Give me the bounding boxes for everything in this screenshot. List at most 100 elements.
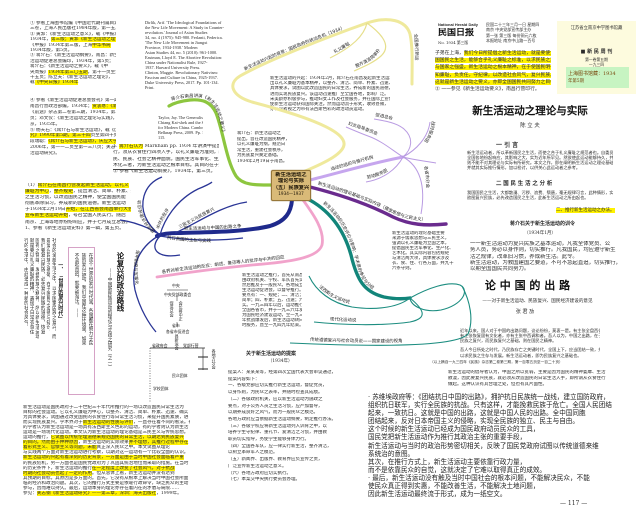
text-line: 十五页；陈立夫：《新生活运动之理论》， — [30, 75, 113, 81]
highlight: 1934年第三〇五期 — [48, 69, 88, 75]
text-line: 子弟在上海，我们今日所提倡之新生活运动，就是要使全 — [435, 50, 551, 57]
text-line: 国国民之生活，能够合乎礼义廉耻之标准，以求民族之复兴 — [435, 57, 551, 64]
masthead-info: 民国二十三年三月一日 星期四南京 中央党部宣传部主办第一张 第三版 每份铜元六枚… — [486, 22, 542, 44]
branch-lavender-subs — [345, 118, 437, 215]
central-topic-line-4: 1934—1937 — [278, 191, 304, 197]
text-line: 115. — [158, 135, 166, 140]
article-paragraph-2: 我国国民之生活，大都散漫、污秽、浪费、颓唐，毫无规律可言，此种情形，实为民族衰弱… — [467, 190, 613, 200]
article-paragraph-4: 吾人今日所处之时代，乃民族存亡之关键时代，全国上下，应当团结一致，共赴国难，以求… — [460, 347, 600, 358]
branch-teal-sub3-label: 传统道德复兴与社会动员说——国家建设的视角 — [310, 336, 403, 345]
branch-yellow-sub-a-label: 礼义廉耻 — [332, 40, 351, 55]
text-line: 不急起直追，就要被淘汰。—— — [74, 253, 79, 318]
left-footnotes-1: ① 参看上海图书馆编《中国近代期刊篇目汇录》第三卷，上海人民出版社1984年版，… — [30, 21, 116, 86]
text-line: 做起。这种认识有其合理之处，但也有其片面性。 — [448, 382, 547, 387]
text-line: Province, 1934-1938.' Modern — [145, 45, 198, 50]
text-line: 广泛宣传新生活运动之意义。 — [228, 463, 287, 469]
branch-blue: 新生活运动与中国的出路之争 三民主义与民族复兴 中共的批评 抗日救国的主张与实践… — [119, 176, 294, 333]
text-line: 要点有：一、规矩；二、清洁；三、 — [242, 293, 302, 298]
reference-list-2: Taylor, Jay. The Generalissimo.Chiang Ka… — [158, 115, 203, 140]
vertical-text-columns: 社会的全部生活之中，以求国家民族之复兴，而是复兴民族之基础，在于国民之道德与知识… — [22, 238, 56, 380]
article-author-2: 张 君 劢 — [515, 309, 535, 315]
text-line: 活运动促进总会编印，1934年，第5页； — [30, 58, 114, 64]
branch-lavender-sub3-label: 战时服务团 — [422, 121, 437, 144]
article-paragraph-1: 新生活运动者，所以革新国民之生活，而使之合于礼义廉耻之规范者也。自委员长提倡以来… — [467, 150, 613, 170]
text-line: （四）全国各军队，应一律实行新生活，整齐清洁， — [228, 443, 332, 449]
text-line: 参与，因而难以持久。最后，运动本身的理论亦存在着内在的矛盾与局限…… — [23, 485, 180, 491]
branch-blue-line — [155, 198, 294, 238]
page-body-text: · 苏维埃政府等：《团结抗日中国的出路》，拥护抗日民族统一战线，建立国防政府，组… — [368, 393, 640, 498]
text-line: 1934年，第三版；黄郛《新生活运动之理论》，载晨报 — [30, 37, 116, 43]
text-line: 宣布新生活运动开始，号召全国人民实行。随后 — [25, 213, 126, 219]
text-line: 全国各地纷起响应，其影响之大，实为近年所罕见。然欲使此运动能够持久，并收实效， — [467, 155, 613, 160]
text-line: 在这个世界的复兴时代里，各国都在努力于民 — [88, 253, 93, 345]
text-line: 这就是新生活运动之要义，亦即全国国民共同努力之目标。 — [435, 79, 551, 86]
text-line: 蒋介石：新生活运动之 — [237, 131, 281, 136]
text-line: Eastman, Lloyd E. The Abortive Revolutio… — [145, 55, 223, 60]
highlight: 新生活运动的兴起有着深刻的历史背景，一方面是由于当时中国社会面临着严重 — [23, 455, 184, 461]
branch-green-label: 蒋介石南昌讲演《新生活运动之要义》 — [170, 92, 226, 135]
branch-blue-label: 新生活运动与中国的出路之争 — [184, 222, 242, 232]
text-line: 提出，旨在改造国民精神， — [237, 136, 290, 142]
branch-yellow-sub-b — [353, 22, 387, 72]
branch-yellow-sub-a — [329, 22, 368, 59]
highlight: 并不理想，其推行过程中存在 — [128, 440, 189, 446]
highlight: 国国民之生活，能够合乎礼义廉耻之标准，以求民族之复兴 — [435, 58, 551, 64]
green-annotation-text: 蒋介石：新生活运动之提出，旨在改造国民精神，以礼义廉耻为纲，规范日常生活，重建社… — [237, 131, 299, 165]
branch-lavender-sub2-label: 促进总会 — [375, 111, 394, 122]
text-line: 为国民经济建设运动，至一九三七 — [242, 313, 302, 318]
left-paragraph: （1）蒋介石在南昌行营发起新生活运动，以礼义廉耻为中心，整齐规矩，提出清洁、简单… — [25, 183, 131, 232]
branch-green-line — [167, 98, 275, 187]
text-line: 活运动研究》。 — [30, 151, 60, 157]
text-line: 究》1990年第5期，第三十四页至第四十页； — [30, 133, 116, 139]
branch-purple-line — [308, 185, 448, 227]
text-line: 目标的社会运动。它以礼义廉耻为中心，以整齐、清洁、简单、朴素、迅速、确实 — [23, 410, 189, 416]
text-line: 新生活运动之推行，首先从南昌开始， — [242, 273, 302, 278]
text-line: （五）新闻界、出版界、教育界应负宣传之责， — [228, 457, 323, 463]
tree-mid-label: 省市 — [172, 323, 180, 328]
tree-right-vertical-label: 各地方分会 — [211, 349, 217, 369]
text-line: 有主张恢复固有文化者，亦有主张中西调和者。吾人以为，中国之出路，在于 — [460, 333, 600, 338]
text-line: 其预期的目标，其原因是多方面的。首先，它没有从根本上解决当时中国社会所面 — [23, 475, 189, 481]
text-line: 参见：关志钢《新生活运动研究》——第三章，深圳：海天出版社，1999年。 — [23, 490, 182, 496]
tree-right-branch-label: 党部行营 — [183, 343, 199, 348]
text-line: 着形式主义、官僚主义等问题，未能真正深入民众之中。本文试图从理论 — [23, 445, 171, 451]
text-line: 新生活运动与当时的政治形势密切相关，反映了国民党政府试图以传统道德来维 — [368, 441, 599, 450]
text-line: the New Life Movement: A Study in Counte… — [145, 25, 225, 30]
page-number: — 117 — — [560, 500, 588, 507]
branch-teal-subs — [289, 275, 472, 346]
branch-blue-sub3-label: 抗日救国的主张与实践 — [167, 234, 212, 244]
text-line: 34, no. 4 (1975): 945-980. Ferlanti, Fed… — [145, 35, 223, 40]
highlight: 《蒋介石与新生活运动》，庆应大学出 — [48, 139, 116, 145]
text-line: 吾人今日所处之时代，乃民族存亡之关键时代，全国上下，应当团结一致，共赴国难， — [460, 347, 600, 352]
text-line: 为具体要求，试图通过改变国民的衣食住行等日常生活习惯，来提升国民素质，进 — [23, 415, 189, 421]
tree-mid-sub-label: 各省市促进会 — [166, 329, 190, 334]
text-line: 第一张 第三版 每份铜元六枚 — [486, 32, 537, 38]
text-line: · 最后，新生活运动没有触及当时中国社会的根本问题，不能解决民众，不能 — [368, 473, 590, 482]
branch-yellow: 新生活运动兴起的背景：国民政府的统治危机（1934） 全国推行新运 礼义廉耻 整… — [0, 0, 420, 174]
branch-lavender-sub4-label: 各省市分会 — [422, 165, 431, 188]
tree-top-label: 中央 — [172, 283, 180, 288]
text-line: 由政府机关、学校、军队首先实行， — [242, 278, 302, 283]
text-line: 的历史条件下，新生活运动的推行在一定程度上改变了社会风气，对于抗战 — [23, 465, 175, 471]
text-line: ⑤ 杨天石：《蒋介石与新生活运动》，载《历史研 — [30, 127, 116, 133]
text-line: 新生活运动的倡导者认为，中国之所以贫弱，主要是因为国民的精神萎靡、生活 — [448, 370, 606, 375]
text-line: 以期全国国民共同努力。 — [470, 266, 530, 273]
text-line: 实。一九三四年以后，运动推行至 — [242, 303, 302, 308]
text-line: 页；邓文仪：《新生活运动之理论与实践》，南 — [30, 115, 116, 121]
text-line: 团结起来，反对日本帝国主义的侵略，实现全民族的独立、民主与自由。 — [368, 417, 579, 426]
highlight: 它试图以传统伦理道德来规范国民的日常生活，以期达到民族复兴 — [50, 435, 184, 441]
text-line: 散漫，因此要复兴民族，就必须从改造国民的日常生活入手，即所谓从衣食住行 — [448, 376, 606, 381]
text-line: 新生活运动是国民政府于二十世纪三十年代所推行的一场以改造国民日常生活为 — [23, 405, 184, 410]
text-line: 我们要复兴民族，必先复兴民族的道德，恢复 — [39, 238, 45, 334]
central-topic-line-2: 理论与实际 — [278, 178, 304, 185]
text-line: ② 黄郛：《新生活运动之意义》，载《申报》 — [30, 31, 116, 37]
masthead-title: 民国日报 — [438, 28, 475, 38]
article-title: 新生活运动之理论与实际 — [472, 105, 588, 117]
left-footnotes-2: ④ 参看《新生活运动促进总会会刊》第一期 —— 南昌行营政治部编，1934年；贺… — [30, 98, 116, 157]
text-line: 使新生活运动获得国际关注。然而运动流于形式，收效甚微， — [270, 102, 389, 108]
text-line: 南昌行营政治部编，1934年；贺衷寒：《新生活运动》，载 — [30, 103, 116, 110]
branch-yellow-line — [231, 18, 414, 174]
highlight: 第三版；黄郛《新生活运动之理论》 — [50, 37, 116, 43]
highlight: 新生活运动的性质与评价 — [82, 420, 134, 426]
text-line: 宋美龄亦积极参与，推动妇女工作及社会服务，并在国际上宣传， — [270, 96, 390, 102]
